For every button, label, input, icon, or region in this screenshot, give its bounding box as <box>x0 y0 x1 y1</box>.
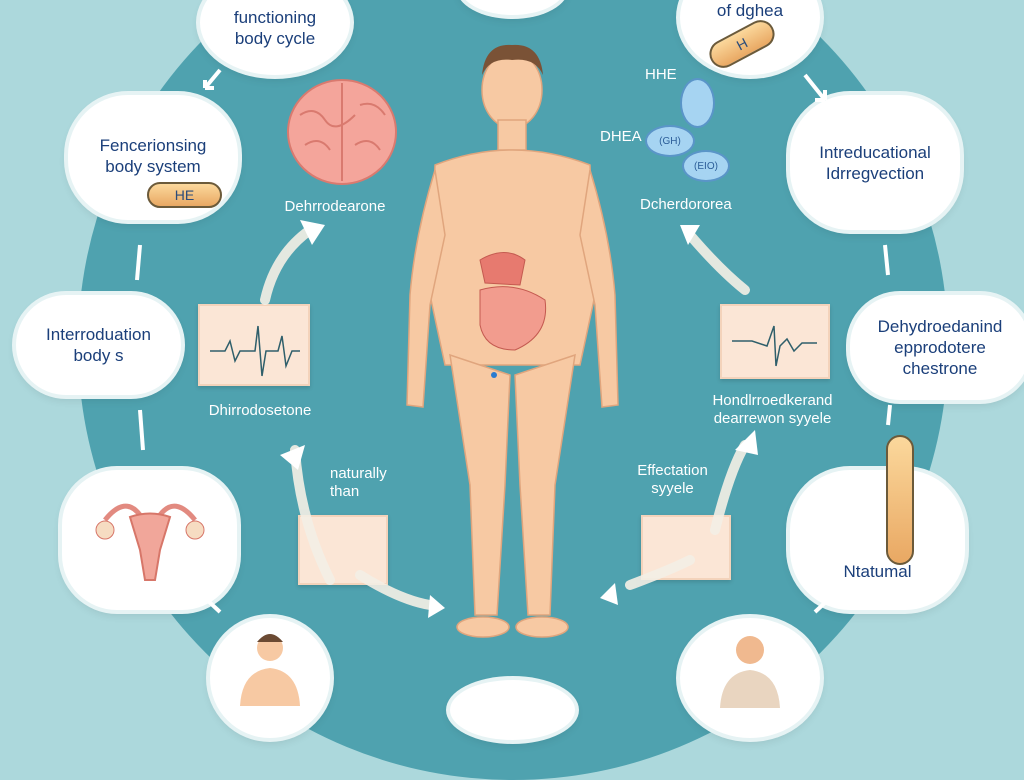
chart-left-label: Dhirrodosetone <box>208 402 312 419</box>
ecg-line <box>210 325 300 377</box>
connector-left-2 <box>138 409 145 451</box>
arrowhead-1 <box>300 220 325 245</box>
naturally-label: naturally than <box>330 465 387 500</box>
blue-pill-b-icon: (EIO) <box>682 150 730 182</box>
bubble-left-2-text: Interroduation body s <box>46 325 151 365</box>
arrow-right-double <box>685 230 750 295</box>
pill-a-label: (GH) <box>659 135 681 147</box>
blue-pill-icon <box>680 78 715 128</box>
capsule-icon <box>886 435 914 565</box>
pill-he-icon: HE <box>147 182 222 208</box>
arrow-bottom-left-small <box>203 596 222 614</box>
arrow-bottom-left <box>290 445 335 585</box>
arrow-up-left <box>260 225 315 305</box>
bubble-top-right-text: of dghea <box>716 1 784 20</box>
bubble-right-1: Intreducational Idrregvection <box>790 95 960 230</box>
bubble-right-3: Ntatumal <box>790 470 965 610</box>
bubble-top-left-partial: functioning <box>233 7 317 27</box>
ecg-chart-right <box>720 304 830 379</box>
bubble-right-2-text: Dehydroedanind epprodotere chestrone <box>877 317 1003 378</box>
bubble-top-left-text: body cycle <box>234 28 316 48</box>
bubble-right-2: Dehydroedanind epprodotere chestrone <box>850 295 1024 400</box>
brain-label: Dehrrodearone <box>284 198 386 215</box>
arrow-to-feet-right <box>625 555 695 590</box>
arrow-to-feet-left <box>355 570 435 610</box>
blue-pill-a-icon: (GH) <box>645 125 695 157</box>
person-icon <box>240 634 300 706</box>
bald-man-icon <box>720 636 780 708</box>
ecg-chart-left <box>198 304 310 386</box>
ecg-line-right <box>732 325 817 367</box>
arrowhead-2 <box>280 445 305 470</box>
arrowhead-4 <box>600 583 618 605</box>
bubble-right-3-text: Ntatumal <box>843 562 912 581</box>
arrow-top-left <box>203 68 222 90</box>
bubble-left-2: Interroduation body s <box>16 295 181 395</box>
effectation-label: Effectation syyele <box>637 462 708 497</box>
pills-top-label: HHE <box>645 66 677 83</box>
pills-caption: Dcherdororea <box>640 196 732 213</box>
pill-b-label: (EIO) <box>694 160 718 172</box>
arrow-top-right <box>803 73 827 102</box>
cycle-arrows <box>135 68 892 618</box>
arrowhead-3 <box>428 595 445 618</box>
arrow-right-down <box>883 244 890 276</box>
arrow-bottom-right-small <box>813 596 832 614</box>
bubble-right-1-text: Intreducational Idrregvection <box>819 142 931 183</box>
pills-left-label: DHEA <box>600 128 642 145</box>
arrow-effect-up <box>710 440 750 535</box>
human-body-figure <box>406 44 619 638</box>
bubble-uterus <box>62 470 237 610</box>
connector-left <box>135 244 142 281</box>
connector-right <box>886 404 892 426</box>
chart-right-label: Hondlrroedkerand dearrewon syyele <box>712 392 833 427</box>
brain-icon <box>287 79 397 185</box>
uterus-icon <box>95 503 204 581</box>
bubble-left-1-text: Fencerionsing body system <box>99 136 207 176</box>
bubble-top-center <box>460 0 565 15</box>
pill-he-label: HE <box>174 187 195 203</box>
ecg-chart-bottom <box>641 515 731 580</box>
arrowhead-6 <box>680 225 700 245</box>
arrowhead-5 <box>735 430 758 455</box>
